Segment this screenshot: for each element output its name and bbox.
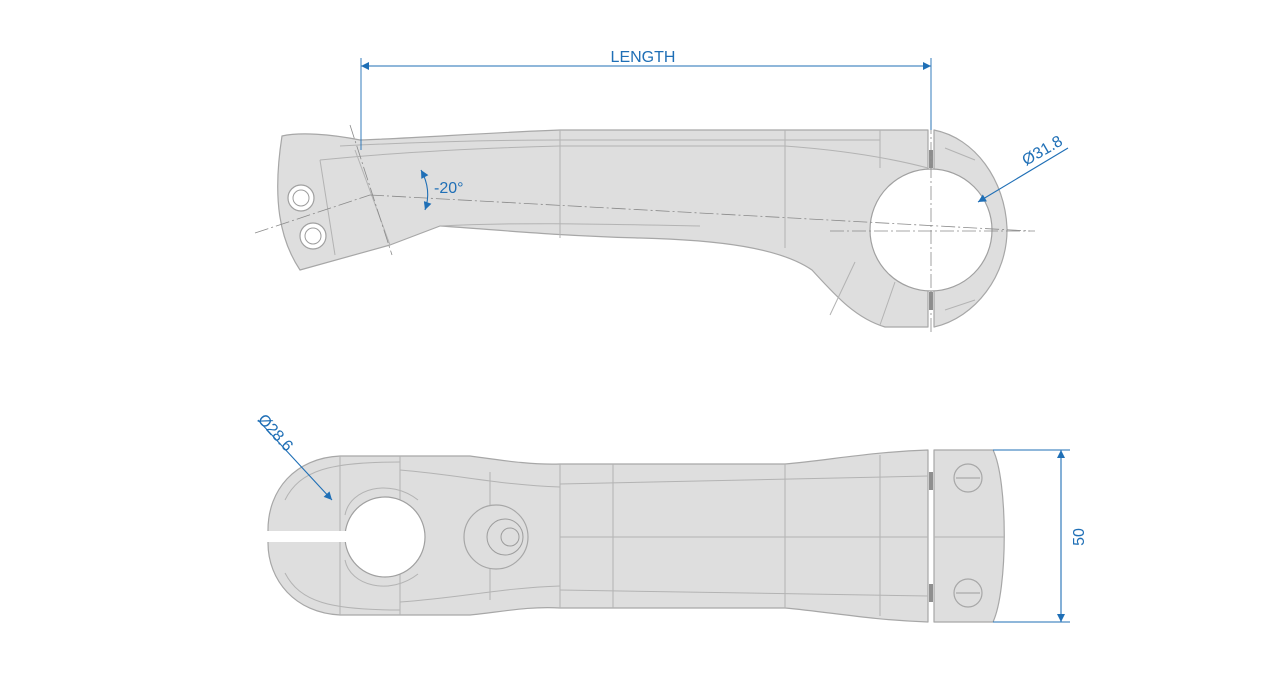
faceplate-bolt-hole-lower [299, 222, 327, 250]
clamp-height-dimension: 50 [993, 449, 1088, 623]
bar-clamp-diameter-label: Ø31.8 [1020, 133, 1066, 170]
angle-label: -20° [434, 180, 464, 197]
angle-dimension: -20° [420, 169, 464, 211]
faceplate-top [933, 449, 1005, 623]
stem-bolt-boss [463, 504, 529, 570]
stem-top-view [262, 449, 1005, 623]
length-label: LENGTH [611, 49, 676, 66]
stem-side-view [254, 120, 1035, 335]
length-dimension: LENGTH [360, 49, 932, 150]
stem-body-side [277, 129, 929, 328]
clamp-height-label: 50 [1071, 528, 1088, 546]
faceplate-bolt-hole-upper [287, 184, 315, 212]
steerer-diameter-label: Ø28.6 [254, 411, 296, 455]
